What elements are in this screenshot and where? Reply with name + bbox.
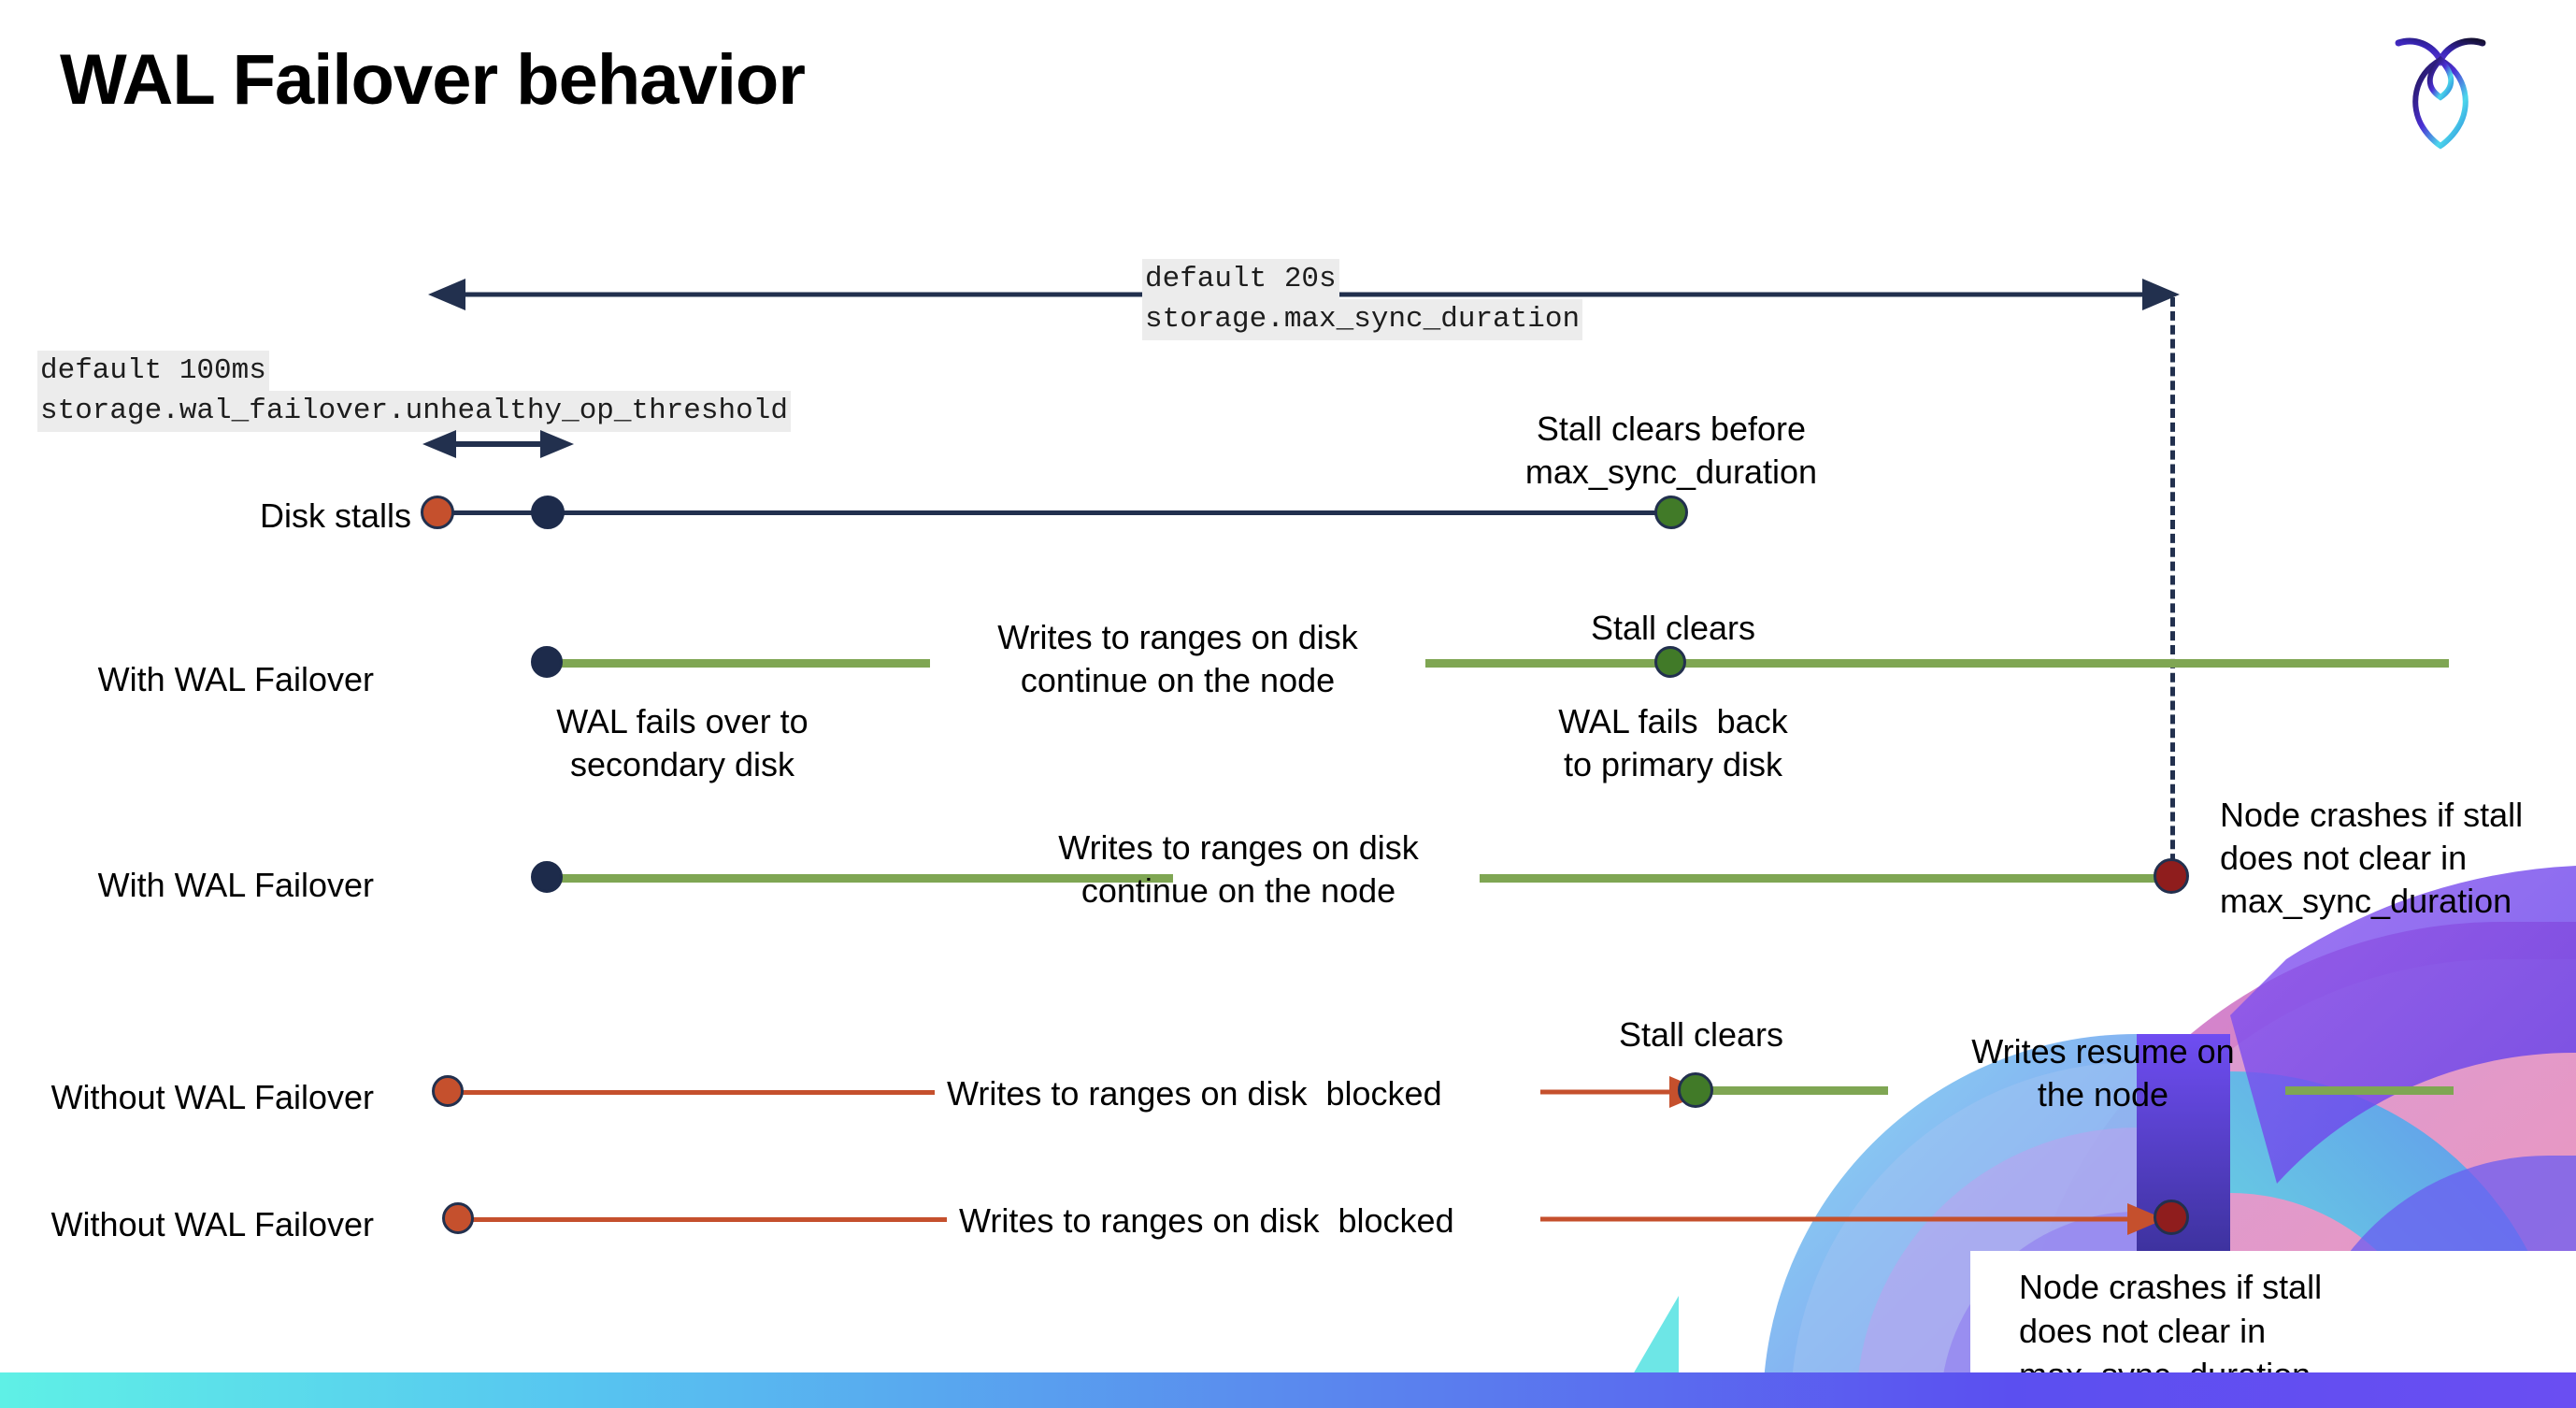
stall-clear-dot-row4 (1678, 1072, 1713, 1108)
row-label-disk-stalls: Disk stalls (259, 496, 411, 535)
max-sync-duration-setting: storage.max_sync_duration (1142, 299, 1583, 340)
writes-continue-note-1-line2: continue on the node (1020, 661, 1336, 699)
node-crash-note-2-line2: does not clear in (2019, 1312, 2267, 1350)
wal-failover-start-dot (531, 646, 563, 678)
disk-stall-start-dot-2 (432, 1075, 464, 1107)
wal-failover-secondary-line-a (542, 659, 930, 668)
stall-clears-note-row2: Stall clears (1590, 609, 1756, 647)
max-sync-duration-default: default 20s (1142, 259, 1339, 300)
writes-resume-line-a (1701, 1086, 1888, 1095)
writes-resume-note-line1: Writes resume on (1971, 1032, 2235, 1070)
page-title: WAL Failover behavior (60, 40, 806, 120)
node-crash-dot-1 (2154, 858, 2189, 894)
disk-stall-clear-dot (1654, 496, 1688, 529)
unhealthy-op-threshold-default: default 100ms (37, 351, 269, 392)
wal-failover-note-line1: WAL fails over to (556, 702, 809, 740)
writes-blocked-note-2: Writes to ranges on disk blocked (959, 1201, 1454, 1240)
writes-continue-note-1-line1: Writes to ranges on disk (997, 618, 1358, 656)
writes-resume-line-b (2285, 1086, 2454, 1095)
row-label-with-wal-failover-1: With WAL Failover (97, 660, 374, 698)
unhealthy-op-threshold-setting: storage.wal_failover.unhealthy_op_thresh… (37, 391, 791, 432)
disk-stalls-timeline (437, 510, 1671, 515)
max-sync-duration-guideline (2170, 297, 2175, 877)
stall-clears-note-row4: Stall clears (1618, 1015, 1784, 1054)
node-crash-note-1-line3: max_sync_duration (2220, 882, 2512, 920)
wal-failover-start-dot-2 (531, 861, 563, 893)
wal-failover-crash-line-b (1480, 874, 2176, 883)
wal-failover-secondary-line-b (1425, 659, 2449, 668)
row-label-without-wal-failover-2: Without WAL Failover (50, 1205, 374, 1243)
writes-blocked-note-1: Writes to ranges on disk blocked (947, 1074, 1442, 1113)
writes-continue-note-2-line2: continue on the node (1080, 871, 1396, 910)
writes-blocked-line-b (461, 1217, 947, 1222)
cockroachdb-logo-icon (2395, 37, 2486, 150)
wal-failover-trigger-dot (531, 496, 565, 529)
wal-failover-note-line2: secondary disk (569, 745, 795, 783)
disk-stall-start-dot (421, 496, 454, 529)
stall-clears-before-line1: Stall clears before (1536, 409, 1807, 448)
node-crash-note-2-line1: Node crashes if stall (2019, 1268, 2323, 1306)
bottom-gradient-bar (0, 1372, 2576, 1408)
row-label-without-wal-failover-1: Without WAL Failover (50, 1078, 374, 1116)
node-crash-note-1-line1: Node crashes if stall (2220, 796, 2524, 834)
wal-failback-note-line2: to primary disk (1563, 745, 1783, 783)
wal-failover-crash-line-a (542, 874, 1173, 883)
node-crash-dot-2 (2154, 1200, 2189, 1235)
writes-blocked-arrow-2 (1540, 1203, 2165, 1235)
writes-resume-note-line2: the node (2037, 1075, 2169, 1113)
stall-clears-before-line2: max_sync_duration (1524, 453, 1818, 491)
row-label-with-wal-failover-2: With WAL Failover (97, 866, 374, 904)
writes-continue-note-2-line1: Writes to ranges on disk (1058, 828, 1419, 867)
node-crash-note-1-line2: does not clear in (2220, 839, 2468, 877)
wal-failback-note-line1: WAL fails back (1558, 702, 1788, 740)
disk-stall-start-dot-3 (442, 1202, 474, 1234)
wal-failback-dot (1654, 646, 1686, 678)
writes-blocked-line-a (449, 1090, 935, 1095)
